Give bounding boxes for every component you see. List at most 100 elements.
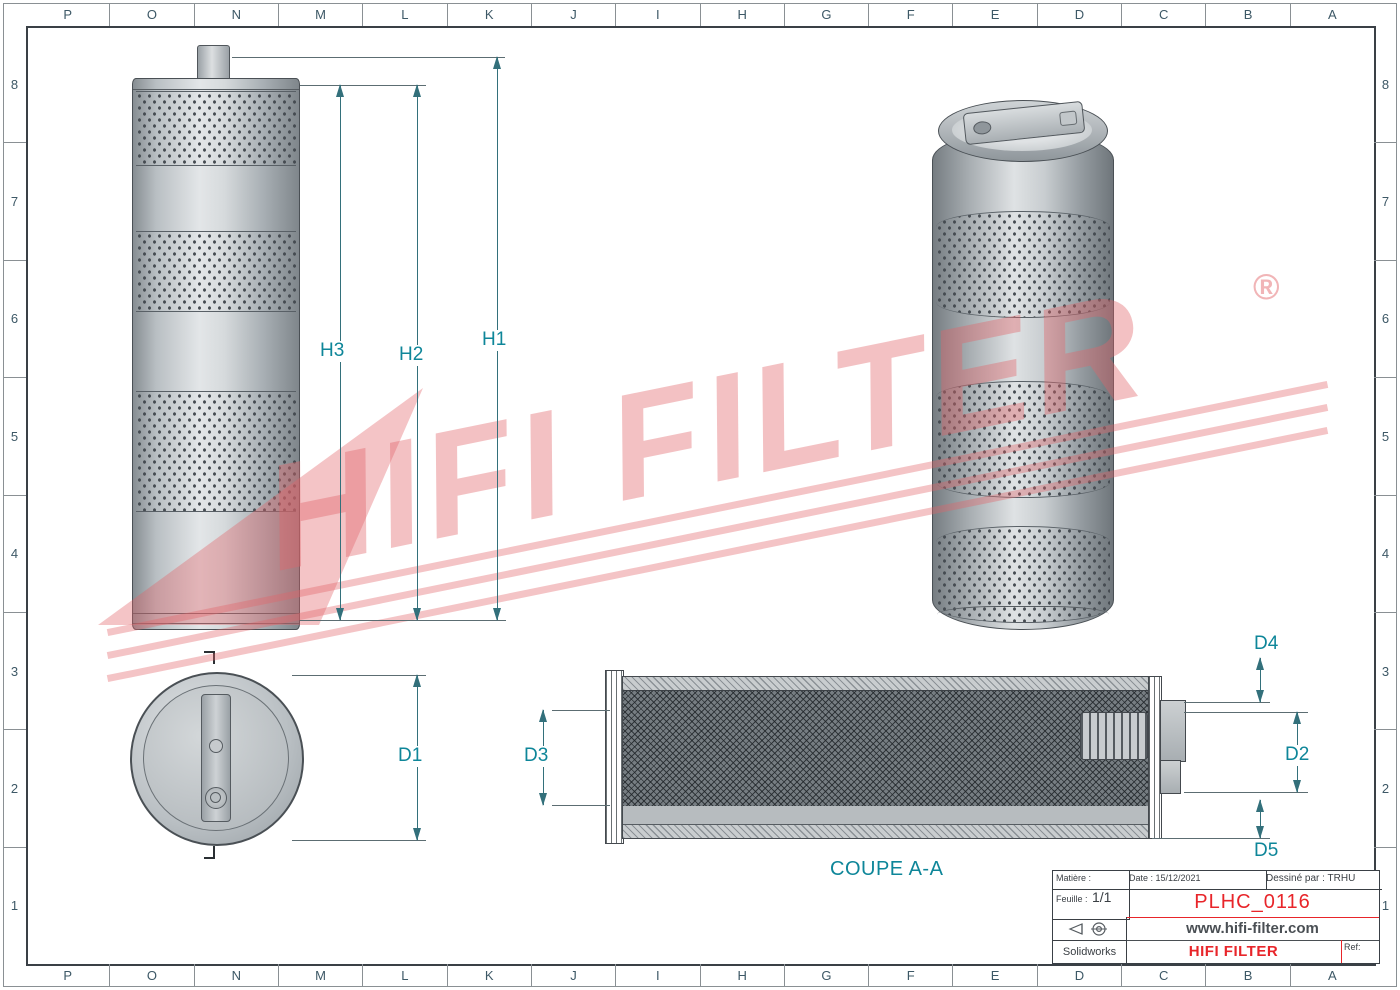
arrowhead-down-icon: [493, 608, 501, 621]
grid-letter: B: [1205, 3, 1289, 26]
perforation-band: [136, 391, 296, 512]
extension-line: [300, 85, 426, 86]
arrowhead-up-icon: [1256, 657, 1264, 670]
grid-letter: I: [615, 3, 699, 26]
grid-letter: H: [699, 964, 784, 987]
grid-number: 2: [3, 729, 26, 846]
grid-letter: P: [63, 968, 72, 983]
grid-letter: M: [277, 3, 362, 26]
grid-letter: G: [783, 3, 868, 26]
arrowhead-up-icon: [539, 709, 547, 722]
ref-cell: Ref:: [1344, 942, 1361, 952]
grid-letter: C: [1121, 3, 1205, 26]
drawn-by-cell: Dessiné par : TRHU: [1263, 871, 1382, 890]
section-shell: [622, 676, 1150, 839]
filter-nipple: [197, 45, 230, 80]
grid-letter: L: [362, 3, 446, 26]
dimension-label-h2: H2: [397, 344, 426, 366]
dimension-label-d5: D5: [1252, 840, 1281, 862]
grid-letter: E: [952, 3, 1036, 26]
section-cut-mark-bottom: [204, 846, 215, 859]
dimension-line-d4: [1256, 657, 1264, 703]
grid-letter: M: [277, 964, 362, 987]
dimension-label-h1: H1: [480, 329, 509, 351]
grid-letter: G: [783, 964, 868, 987]
grid-letter: J: [530, 964, 615, 987]
extension-line: [292, 675, 426, 676]
front-view: [132, 45, 300, 630]
extension-line: [1184, 712, 1308, 713]
section-port-lower: [1160, 760, 1181, 794]
section-bottom-wall: [623, 825, 1149, 838]
grid-number: 3: [3, 611, 26, 729]
grid-letter: B: [1205, 964, 1289, 987]
grid-letter: K: [446, 964, 531, 987]
grid-number: 4: [1374, 494, 1397, 612]
grid-letter: E: [952, 964, 1036, 987]
extension-line: [1184, 792, 1308, 793]
grid-number: 1: [3, 846, 26, 964]
arrowhead-up-icon: [1293, 711, 1301, 724]
grid-letter: F: [868, 964, 952, 987]
perforation-band: [136, 91, 296, 166]
arrowhead-up-icon: [493, 56, 501, 69]
grid-number: 6: [3, 259, 26, 377]
sheet-number-label: Feuille :: [1056, 894, 1088, 904]
section-port-upper: [1160, 700, 1186, 762]
extension-line: [300, 620, 506, 621]
dimension-label-d2: D2: [1283, 744, 1312, 766]
arrowhead-up-icon: [413, 84, 421, 97]
grid-number: 5: [1374, 377, 1397, 494]
grid-number: 4: [3, 494, 26, 612]
section-title: COUPE A-A: [830, 858, 944, 880]
brand-text: HIFI FILTER: [1126, 940, 1342, 963]
handle-notch: [1059, 110, 1078, 127]
extension-line: [552, 710, 610, 711]
filter-body-iso: [932, 130, 1114, 630]
grid-number: 1: [1374, 846, 1397, 964]
arrowhead-down-icon: [413, 608, 421, 621]
projection-symbol-cell: [1053, 917, 1127, 941]
grid-letter: A: [1289, 964, 1374, 987]
part-number: PLHC_0116: [1126, 887, 1379, 918]
dimension-label-d3: D3: [522, 745, 551, 767]
dimension-line-d5: [1256, 799, 1264, 839]
grid-number: 6: [1374, 259, 1397, 377]
website-text: www.hifi-filter.com: [1126, 917, 1379, 941]
watermark-registered-mark: ®: [1253, 266, 1280, 307]
grid-number: 8: [10, 76, 19, 92]
section-filter-media: [623, 690, 1149, 807]
bottom-rim-iso: [937, 606, 1109, 623]
sheet-number-value: 1/1: [1091, 889, 1112, 905]
grid-letter: I: [615, 964, 699, 987]
grid-number: 3: [1374, 611, 1397, 729]
extension-line: [232, 57, 505, 58]
extension-line: [1184, 702, 1270, 703]
perforation-band: [136, 231, 296, 312]
arrowhead-down-icon: [336, 608, 344, 621]
title-block: Matière : Date : 15/12/2021 Dessiné par …: [1052, 870, 1382, 964]
bottom-rim-line: [133, 613, 299, 614]
grid-letter: H: [699, 3, 784, 26]
grid-letter: N: [193, 964, 278, 987]
top-rim-line: [133, 89, 299, 90]
arrowhead-down-icon: [539, 793, 547, 806]
bottom-edge-line: [133, 623, 299, 624]
grid-number: 7: [3, 142, 26, 259]
sheet-number-cell: Feuille : 1/1: [1053, 887, 1130, 920]
grid-letter: C: [1121, 964, 1205, 987]
grid-letter: A: [1289, 3, 1374, 26]
grid-number: 8: [1381, 76, 1390, 92]
perforation-band: [936, 381, 1110, 498]
grid-letter: F: [868, 3, 952, 26]
grid-letter: D: [1036, 3, 1121, 26]
grid-letter: D: [1036, 964, 1121, 987]
section-thread-detail: [1080, 712, 1148, 760]
end-cap-view: [130, 672, 304, 846]
handle-bottom-ring: [205, 787, 227, 809]
projection-symbol-icon: [1067, 921, 1107, 936]
isometric-view: [930, 88, 1115, 636]
